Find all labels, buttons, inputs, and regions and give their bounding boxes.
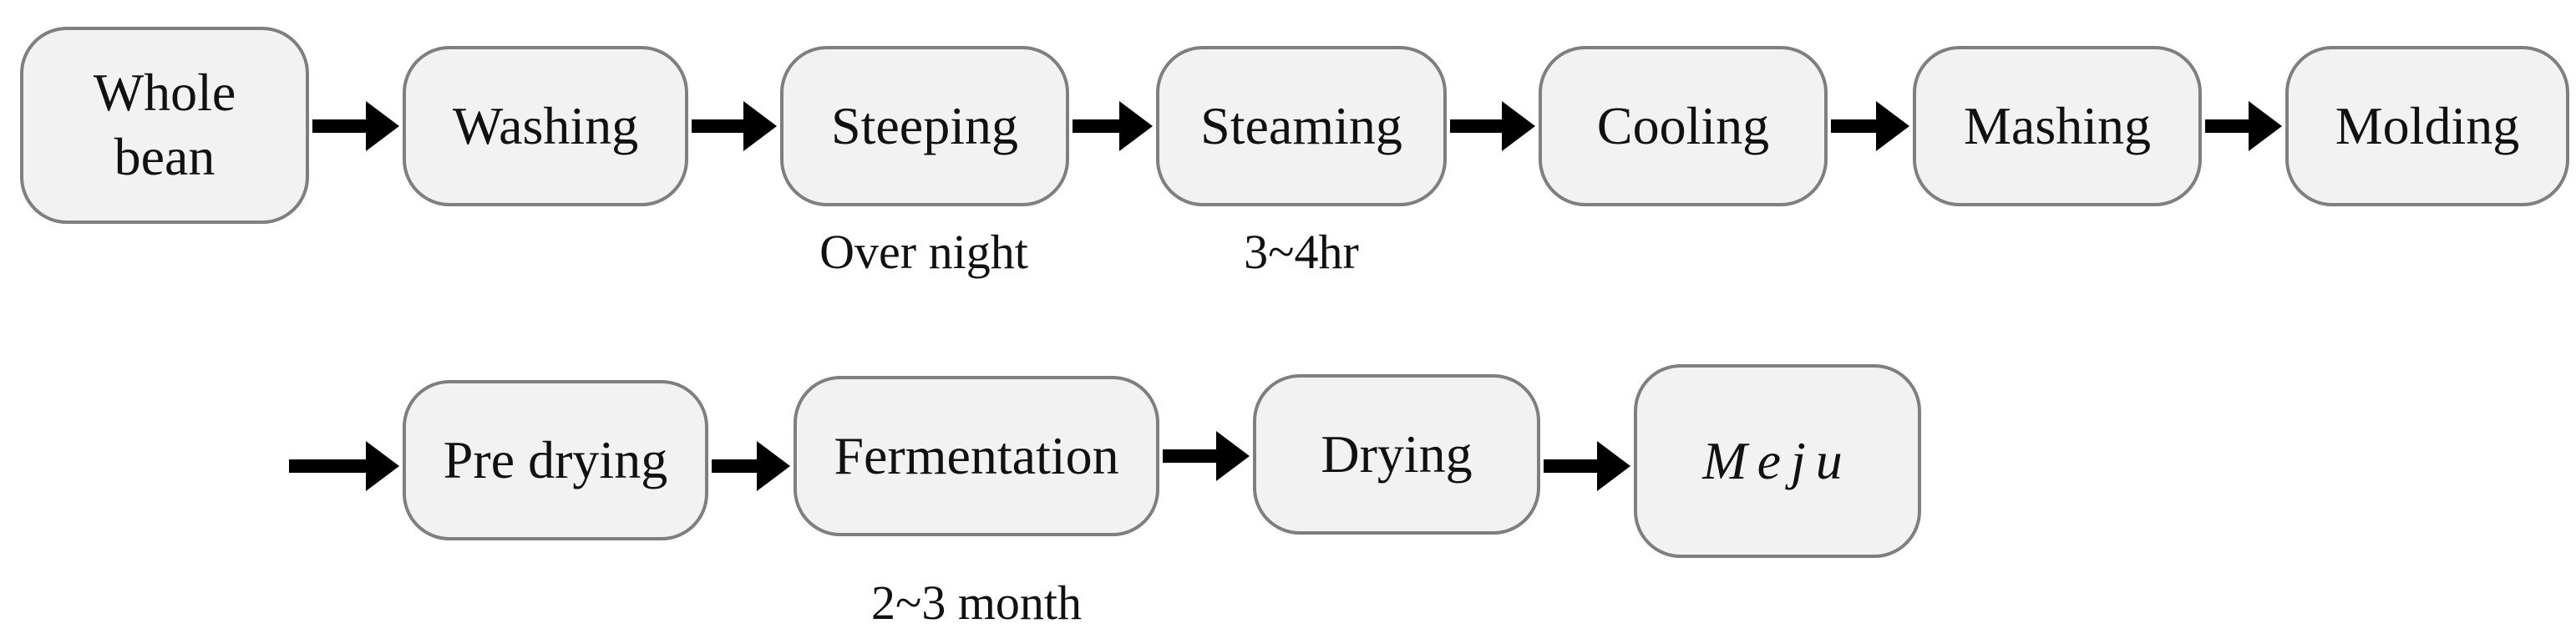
flow-arrow	[2205, 101, 2282, 151]
flow-arrow	[1072, 101, 1153, 151]
step-steaming: Steaming	[1156, 46, 1447, 206]
fermentation-duration-note: 2~3 month	[870, 576, 1083, 630]
flow-arrow	[289, 441, 399, 491]
step-drying: Drying	[1253, 374, 1540, 535]
flow-arrow	[1831, 101, 1909, 151]
step-fermentation: Fermentation	[794, 376, 1159, 536]
flow-arrow	[1544, 441, 1630, 491]
flow-arrow	[312, 101, 399, 151]
step-washing: Washing	[403, 46, 688, 206]
step-whole-bean: Whole bean	[20, 27, 309, 224]
step-pre-drying: Pre drying	[403, 380, 708, 540]
flow-arrow	[692, 101, 777, 151]
flow-arrow	[712, 441, 790, 491]
flow-arrow	[1450, 101, 1535, 151]
step-cooling: Cooling	[1539, 46, 1828, 206]
step-mashing: Mashing	[1913, 46, 2202, 206]
step-molding: Molding	[2285, 46, 2569, 206]
steaming-duration-note: 3~4hr	[1244, 225, 1359, 279]
steeping-duration-note: Over night	[819, 225, 1028, 279]
step-steeping: Steeping	[780, 46, 1069, 206]
flow-arrow	[1163, 431, 1250, 481]
step-meju: Meju	[1634, 364, 1921, 558]
